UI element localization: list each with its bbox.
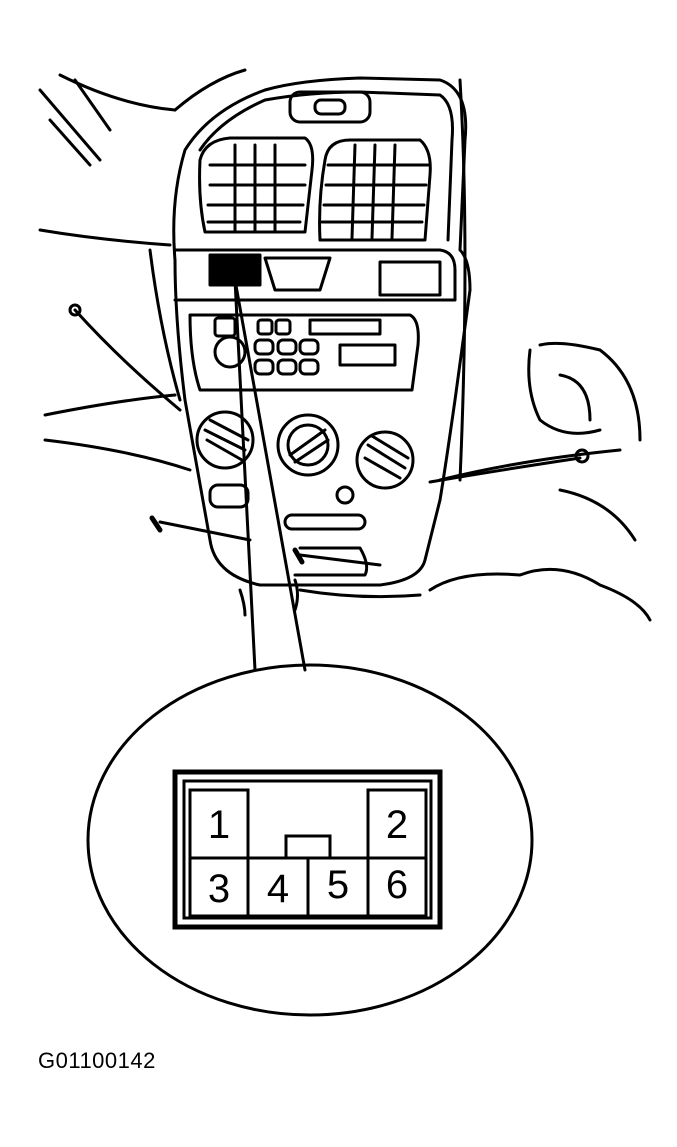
console-bezel [172, 76, 472, 587]
pin-label-4: 4 [267, 867, 289, 911]
connector-key [284, 834, 332, 860]
pin-label-5: 5 [327, 863, 349, 907]
climate-knobs [195, 410, 415, 577]
connector-face [172, 769, 443, 930]
pin-label-1: 1 [208, 803, 230, 847]
pin-cell-6 [366, 856, 428, 918]
cables [68, 303, 590, 567]
pin-label-3: 3 [208, 867, 230, 911]
pin-label-6: 6 [386, 863, 408, 907]
left-air-vent [198, 136, 315, 234]
zoom-circle [86, 663, 534, 1017]
radio-unit [188, 313, 420, 392]
pin-labels: 1 2 3 4 5 6 [208, 803, 408, 911]
right-air-vent [318, 138, 432, 242]
switch-row [173, 248, 457, 302]
callout-leader [233, 278, 307, 672]
hazard-switch [288, 90, 372, 124]
figure-code: G01100142 [38, 1048, 156, 1073]
pin-label-2: 2 [386, 803, 408, 847]
dash-outline [38, 68, 652, 622]
